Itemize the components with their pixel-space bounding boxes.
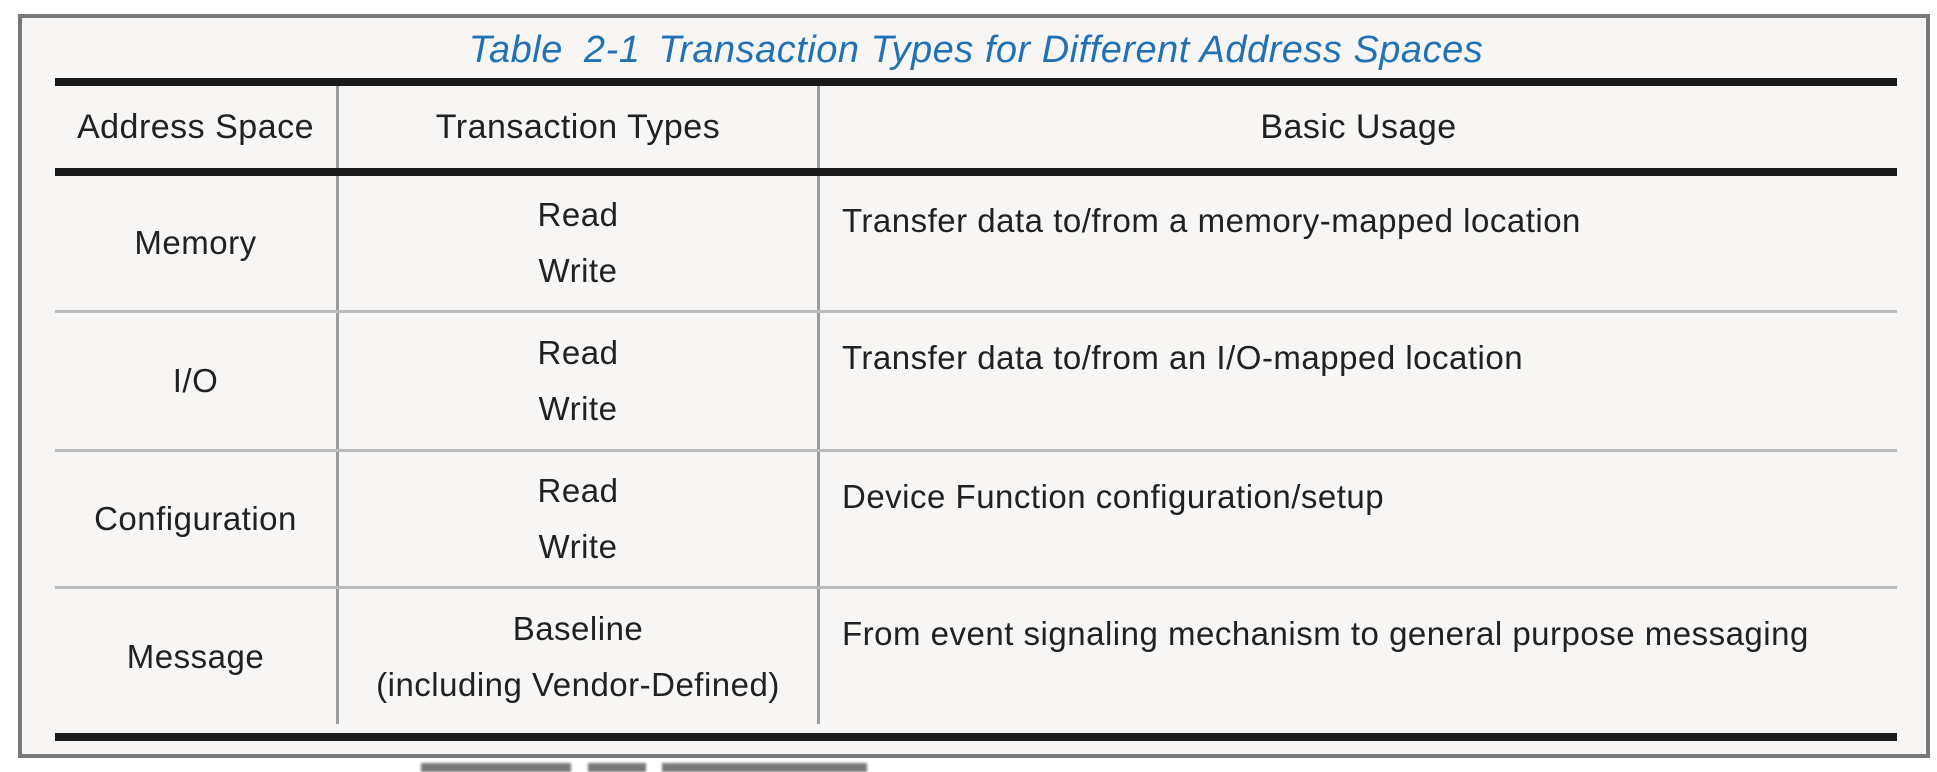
cell-basic-usage: Transfer data to/from a memory-mapped lo… [842,202,1581,239]
cell-basic-usage: Transfer data to/from an I/O-mapped loca… [842,339,1524,376]
table-row-message: Message Baseline (including Vendor-Defin… [55,589,1897,724]
cell-basic-usage: Device Function configuration/setup [842,478,1385,515]
cell-address-space: Message [126,637,265,675]
table-rule-top [55,78,1897,86]
cropped-text-fragment [0,763,1937,772]
transaction-type-line: Read [537,472,619,509]
table-row-configuration: Configuration Read Write Device Function… [55,452,1897,589]
transaction-type-line: (including Vendor-Defined) [376,665,780,703]
transaction-type-line: Write [538,528,618,565]
column-header-basic-usage: Basic Usage [1260,108,1457,146]
transaction-type-line: Read [537,334,619,371]
cropped-text-mark [662,763,867,772]
column-header-transaction-types: Transaction Types [336,86,820,168]
cell-basic-usage: From event signaling mechanism to genera… [842,615,1809,652]
table-caption: Table 2-1 Transaction Types for Differen… [55,24,1897,76]
column-header-address-space: Address Space [76,107,315,146]
cell-transaction-types: Baseline (including Vendor-Defined) [336,589,820,724]
cell-transaction-types: Read Write [336,452,820,586]
transaction-type-line: Read [537,196,619,233]
cell-transaction-types: Read Write [336,176,820,310]
table-header-row: Address Space Transaction Types Basic Us… [55,86,1897,168]
cell-address-space: I/O [172,362,219,399]
transaction-type-line: Baseline [512,609,644,647]
table-row-memory: Memory Read Write Transfer data to/from … [55,176,1897,313]
table-rule-below-header [55,168,1897,176]
cell-address-space: Memory [134,224,257,261]
table-caption-title: Transaction Types for Different Address … [658,28,1484,71]
table-row-io: I/O Read Write Transfer data to/from an … [55,313,1897,452]
cell-address-space: Configuration [94,500,297,537]
table-caption-number: Table 2-1 [468,28,641,71]
transaction-type-line: Write [538,390,618,427]
table-rule-bottom [55,733,1897,741]
cell-transaction-types: Read Write [336,313,820,449]
transaction-type-line: Write [538,252,618,289]
table-body: Memory Read Write Transfer data to/from … [55,176,1897,724]
cropped-text-mark [588,763,646,772]
cropped-text-mark [421,763,571,772]
